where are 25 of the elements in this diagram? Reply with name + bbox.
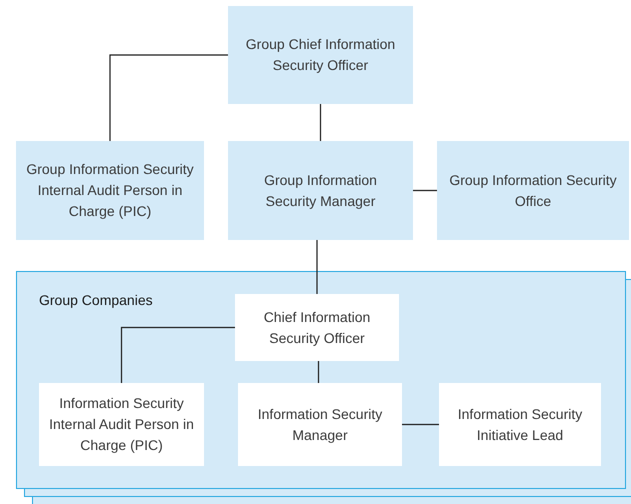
connector-line	[109, 54, 228, 141]
connector-line	[413, 190, 437, 192]
connector-line	[120, 326, 235, 383]
role-title: Information Security Initiative Lead	[456, 404, 584, 444]
role-box	[16, 141, 204, 240]
role-title: Group Information Security Office	[448, 170, 618, 210]
role-title: Group Chief Information Security Officer	[244, 35, 396, 75]
role-box	[228, 141, 413, 240]
role-box	[228, 6, 413, 104]
role-title: Chief Information Security Officer	[262, 308, 372, 348]
role-title: Information Security Manager	[256, 404, 384, 445]
connector-line	[318, 361, 320, 383]
connector-line	[320, 104, 322, 141]
role-title: Information Security Internal Audit Person in Charge (PIC)	[49, 394, 194, 455]
role-box	[235, 294, 399, 361]
role-title: Group Information Security Internal Audit Person in Charge (PIC)	[26, 160, 194, 221]
role-title: Group Information Security Manager	[263, 170, 378, 211]
role-box	[39, 383, 204, 466]
connector-line	[402, 424, 439, 426]
role-box	[238, 383, 402, 466]
group-panel	[16, 271, 626, 489]
connector-line	[316, 240, 318, 294]
role-box	[437, 141, 629, 240]
role-box	[439, 383, 601, 466]
panel-heading: Group Companies	[39, 292, 153, 308]
